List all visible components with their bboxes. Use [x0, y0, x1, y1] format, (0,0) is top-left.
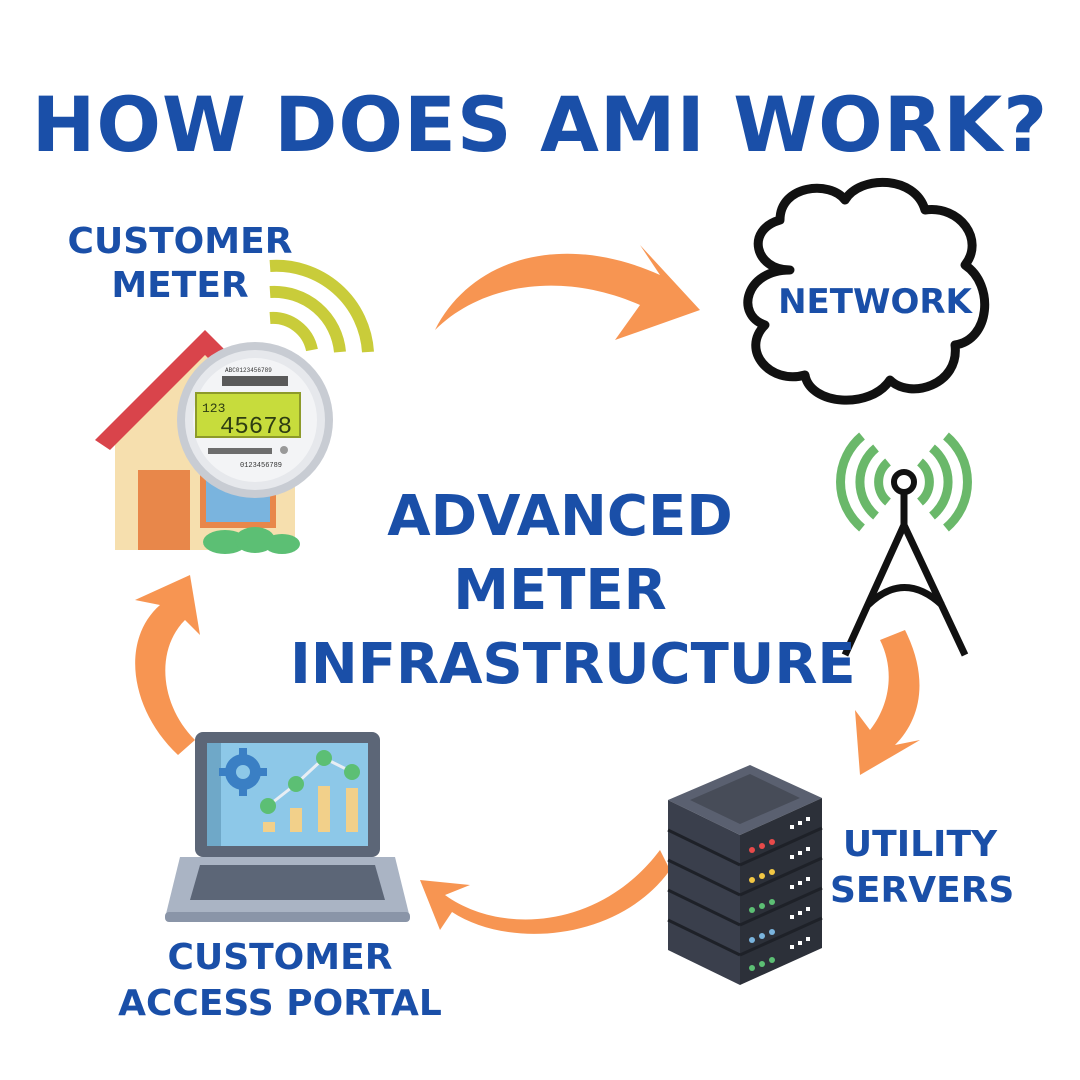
center-label-line3: INFRASTRUCTURE: [290, 632, 856, 697]
arrow-tower-to-servers: [855, 630, 920, 775]
customer-access-portal-label-line1: CUSTOMER: [167, 937, 393, 978]
meter-icon: ABC0123456789 123 45678 0123456789: [177, 342, 333, 498]
cloud-icon: [743, 177, 990, 405]
customer-access-portal-label-line2: ACCESS PORTAL: [118, 983, 442, 1024]
arrow-servers-to-portal: [420, 850, 670, 934]
center-label: ADVANCED METER INFRASTRUCTURE: [290, 480, 856, 702]
wifi-signal-icon: [269, 259, 374, 353]
arrow-portal-to-meter: [135, 575, 200, 755]
meter-display-small: 123: [202, 401, 225, 416]
server-rack-icon: [667, 765, 823, 985]
meter-barcode-bottom: 0123456789: [240, 462, 282, 470]
customer-meter-label: CUSTOMER METER: [60, 220, 300, 308]
gear-icon: [219, 748, 267, 796]
utility-servers-label: UTILITY SERVERS: [830, 822, 1015, 914]
center-label-line2: METER: [453, 558, 667, 623]
arrow-meter-to-network: [435, 245, 700, 340]
page-title: HOW DOES AMI WORK?: [31, 80, 1049, 169]
center-label-line1: ADVANCED: [387, 484, 733, 549]
customer-meter-label-line2: METER: [111, 265, 249, 306]
meter-barcode-top: ABC0123456789: [225, 367, 272, 374]
radio-tower-icon: [836, 432, 972, 657]
utility-servers-label-line2: SERVERS: [830, 870, 1015, 911]
meter-display-large: 45678: [220, 414, 292, 441]
customer-access-portal-label: CUSTOMER ACCESS PORTAL: [110, 935, 450, 1027]
network-label: NETWORK: [778, 282, 972, 322]
laptop-icon: [165, 732, 410, 922]
utility-servers-label-line1: UTILITY: [842, 824, 998, 865]
customer-meter-label-line1: CUSTOMER: [67, 221, 293, 262]
